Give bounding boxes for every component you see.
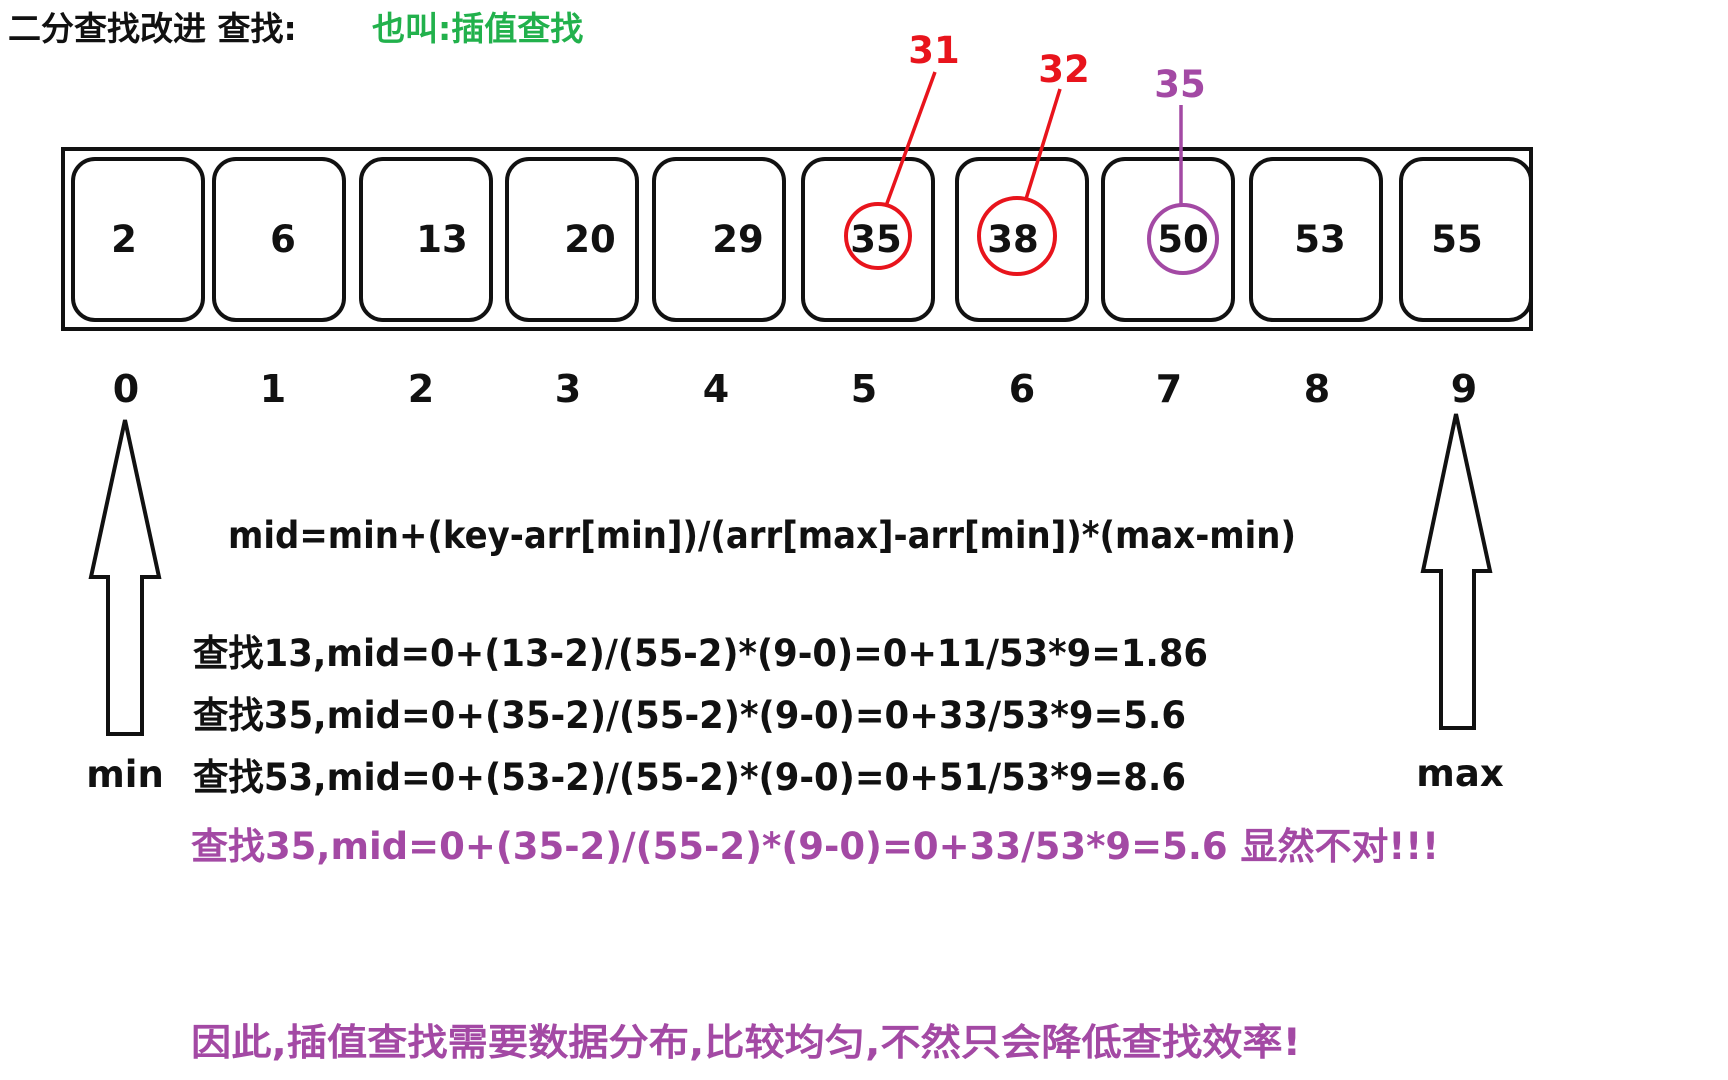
index-label: 6 [1009,367,1035,411]
max-label: max [1416,752,1504,795]
cell-value: 38 [987,218,1039,261]
key-target-circle [977,196,1057,276]
array-cell [505,157,639,322]
index-label: 1 [260,367,286,411]
key-target-circle [844,202,912,270]
array-cell [212,157,346,322]
cell-value: 53 [1294,218,1346,261]
cell-value: 2 [111,218,137,261]
conclusion: 因此,插值查找需要数据分布,比较均匀,不然只会降低查找效率! [191,1021,1301,1064]
key-label: 35 [1154,63,1206,106]
cell-value: 55 [1431,218,1483,261]
index-label: 0 [113,367,139,411]
step-2: 查找35,mid=0+(35-2)/(55-2)*(9-0)=0+33/53*9… [193,694,1186,737]
index-label: 8 [1304,367,1330,411]
array-cell [1399,157,1533,322]
key-markers: 31 32 35 [844,29,1219,276]
wrong-result-note: 查找35,mid=0+(35-2)/(55-2)*(9-0)=0+33/53*9… [191,825,1439,868]
array-cells: 2 6 13 20 29 35 38 50 53 55 [71,157,1533,322]
cell-value: 13 [416,218,468,261]
cell-value: 29 [712,218,764,261]
array-cell [71,157,205,322]
index-label: 4 [703,367,729,411]
formula: mid=min+(key-arr[min])/(arr[max]-arr[min… [228,514,1296,557]
index-label: 3 [555,367,581,411]
index-label: 9 [1451,367,1477,411]
cell-value: 6 [270,218,296,261]
min-arrow-icon [88,419,162,736]
index-label: 2 [408,367,434,411]
key-target-circle [1147,203,1219,275]
cell-value: 35 [850,218,902,261]
page-title: 二分查找改进 查找: [8,9,297,48]
key-label: 31 [908,29,960,72]
cell-value: 20 [564,218,616,261]
array-cell [1101,157,1235,322]
index-labels: 0 1 2 3 4 5 6 7 8 9 [113,367,1477,411]
index-label: 7 [1156,367,1182,411]
key-pointer-line [1024,88,1062,200]
array-cell [1249,157,1383,322]
step-3: 查找53,mid=0+(53-2)/(55-2)*(9-0)=0+51/53*9… [193,756,1186,799]
max-arrow-icon [1420,413,1493,730]
array-cell [652,157,786,322]
key-pointer-line [884,71,937,207]
min-label: min [86,753,164,796]
key-label: 32 [1038,48,1090,91]
index-label: 5 [851,367,877,411]
step-1: 查找13,mid=0+(13-2)/(55-2)*(9-0)=0+11/53*9… [193,632,1208,675]
page-subtitle: 也叫:插值查找 [372,9,584,48]
array-cell [359,157,493,322]
cell-value: 50 [1157,218,1209,261]
array-cell [801,157,935,322]
array-cell [955,157,1089,322]
